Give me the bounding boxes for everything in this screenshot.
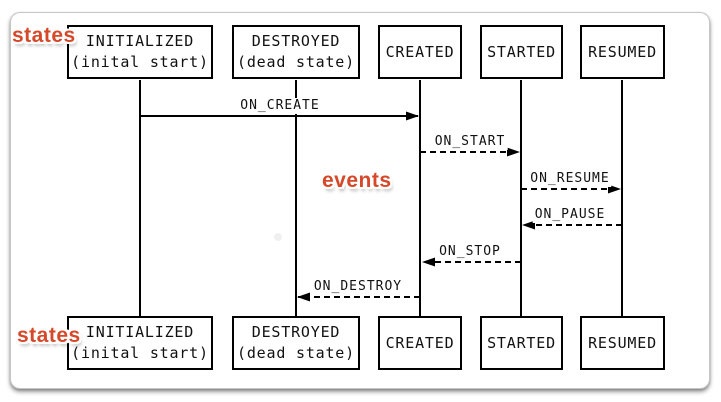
state-box-resumed-top: RESUMED xyxy=(580,25,665,79)
events-annotation: events xyxy=(322,169,392,192)
background-smudge xyxy=(274,233,282,241)
event-label-on-start: ON_START xyxy=(432,134,508,150)
state-label: STARTED xyxy=(487,42,556,61)
event-label-on-stop: ON_STOP xyxy=(437,244,503,260)
state-box-initialized-bottom: INITIALIZED (inital start) xyxy=(67,316,213,370)
state-label: STARTED xyxy=(487,333,556,352)
state-box-destroyed-bottom: DESTROYED (dead state) xyxy=(232,316,360,370)
state-box-created-top: CREATED xyxy=(378,25,462,79)
state-box-destroyed-top: DESTROYED (dead state) xyxy=(232,25,360,79)
state-label: CREATED xyxy=(385,42,455,61)
state-box-started-top: STARTED xyxy=(480,25,563,79)
state-sublabel: (inital start) xyxy=(71,53,209,71)
state-sublabel: (dead state) xyxy=(237,344,355,362)
state-sublabel: (dead state) xyxy=(237,53,355,71)
state-label: RESUMED xyxy=(588,333,657,352)
event-label-on-destroy: ON_DESTROY xyxy=(311,279,405,295)
state-label: RESUMED xyxy=(588,42,657,61)
states-annotation-bottom: states xyxy=(17,324,81,347)
event-label-on-create: ON_CREATE xyxy=(238,98,322,114)
state-box-initialized-top: INITIALIZED (inital start) xyxy=(67,25,213,79)
state-sublabel: (inital start) xyxy=(71,344,209,362)
state-box-created-bottom: CREATED xyxy=(378,316,462,370)
state-label: DESTROYED xyxy=(251,323,341,341)
states-annotation-top: states xyxy=(12,24,76,47)
state-box-started-bottom: STARTED xyxy=(480,316,563,370)
state-label: CREATED xyxy=(385,333,455,352)
state-box-resumed-bottom: RESUMED xyxy=(580,316,665,370)
state-label: DESTROYED xyxy=(251,32,341,50)
event-label-on-resume: ON_RESUME xyxy=(528,171,612,187)
event-label-on-pause: ON_PAUSE xyxy=(532,207,608,223)
state-label: INITIALIZED xyxy=(85,32,195,50)
state-label: INITIALIZED xyxy=(85,323,195,341)
